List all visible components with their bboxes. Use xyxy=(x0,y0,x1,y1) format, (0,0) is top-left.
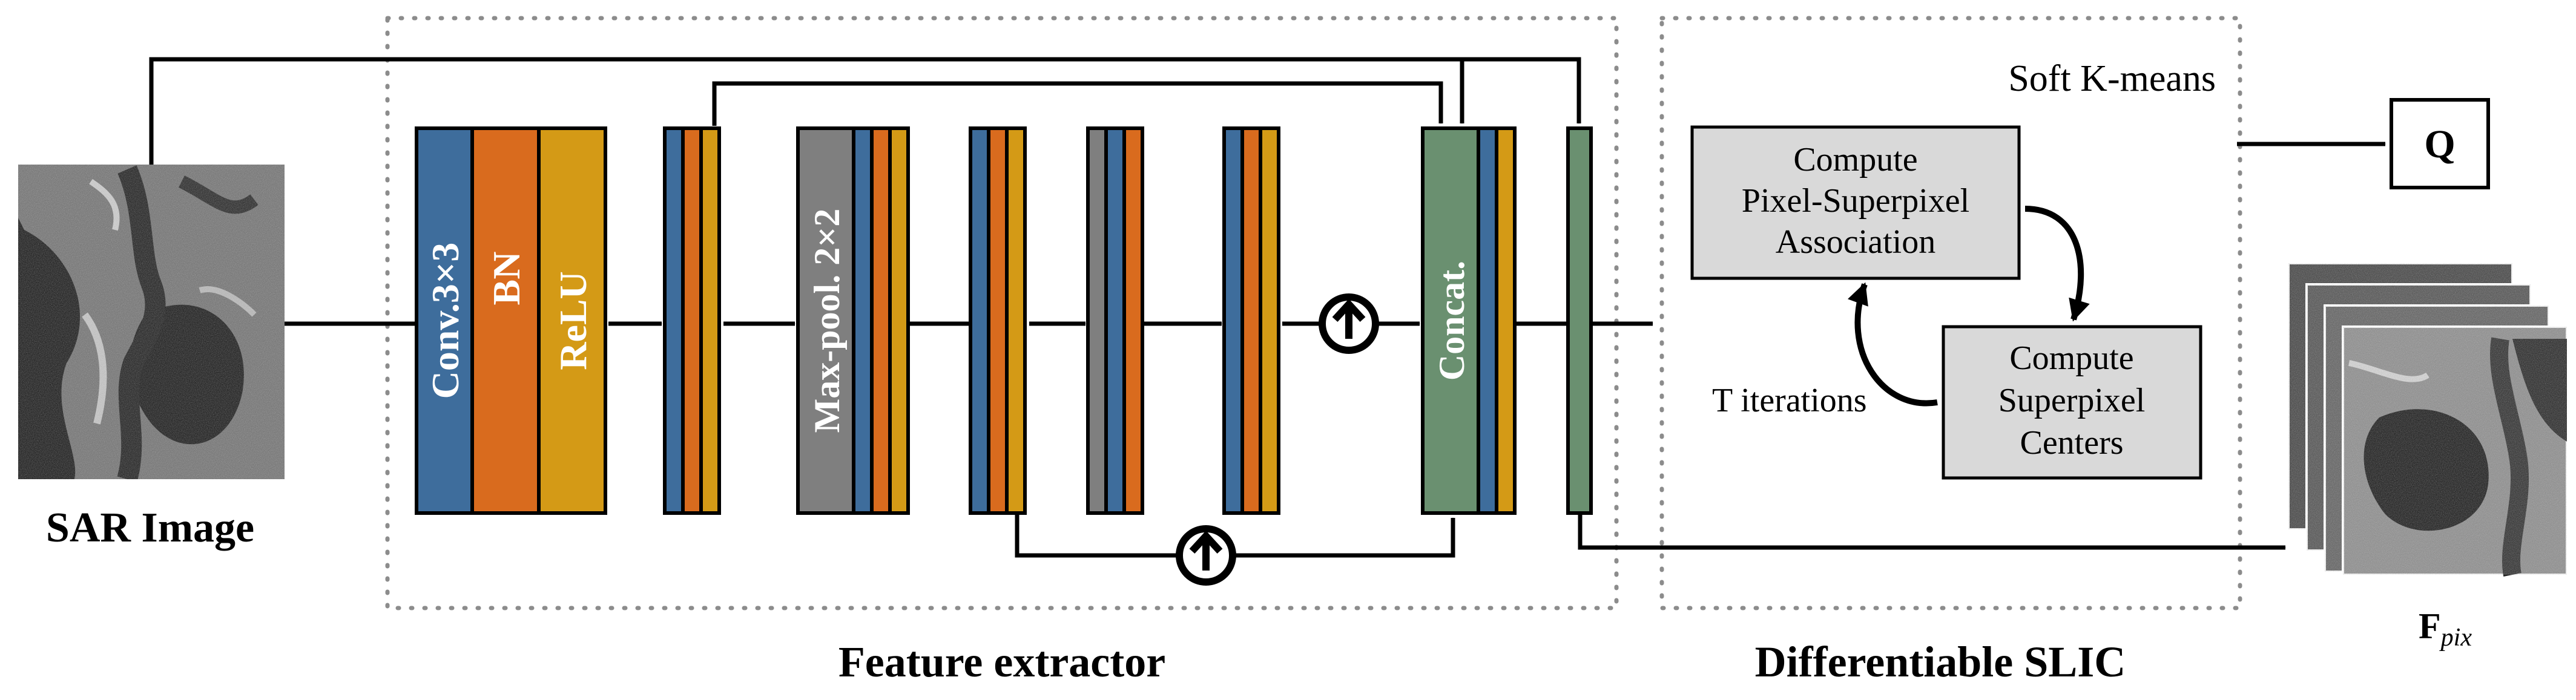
arrow-association-to-centers xyxy=(2024,206,2090,322)
soft-kmeans-label: Soft K-means xyxy=(2008,58,2216,99)
q-label: Q xyxy=(2424,122,2455,166)
differentiable-slic-caption: Differentiable SLIC xyxy=(1755,638,2126,686)
fpix-main: F xyxy=(2419,606,2441,646)
arrow-to-fpix xyxy=(1578,513,2286,550)
skip-connection-block2 xyxy=(712,81,1443,126)
relu-label: ReLU xyxy=(552,271,595,370)
fpix-label: Fpix xyxy=(2419,606,2472,652)
centers-line-2: Superpixel xyxy=(1998,382,2146,419)
maxpool-block: Max-pool. 2×2 xyxy=(796,126,910,515)
output-feature-layer xyxy=(1566,126,1593,515)
conv-block-6 xyxy=(1222,126,1280,515)
upsample-icon xyxy=(1319,293,1379,354)
concat-layer xyxy=(1421,126,1480,515)
association-line-3: Association xyxy=(1776,223,1935,261)
conv-label: Conv.3×3 xyxy=(424,243,467,399)
skip-lower-branch-to-concat xyxy=(1235,517,1455,558)
feature-extractor-caption: Feature extractor xyxy=(838,638,1165,686)
sar-image xyxy=(18,165,285,479)
skip-lower-branch xyxy=(1015,513,1178,558)
sar-image-caption: SAR Image xyxy=(46,505,254,551)
bn-label: BN xyxy=(485,252,528,306)
concat-block: Concat. xyxy=(1421,126,1517,515)
differentiable-slic-region xyxy=(1659,16,2242,610)
arrow-centers-to-association xyxy=(1848,282,1938,407)
iterations-label: T iterations xyxy=(1712,382,1867,419)
feature-map-stack xyxy=(2287,262,2568,577)
concat-label: Concat. xyxy=(1432,261,1472,381)
association-line-2: Pixel-Superpixel xyxy=(1742,182,1969,220)
fpix-front-map xyxy=(2342,325,2568,577)
feature-extractor-region xyxy=(385,16,1619,610)
skip-connection-input xyxy=(149,57,1581,165)
centers-line-1: Compute xyxy=(2009,339,2133,377)
conv-block-2 xyxy=(663,126,721,515)
maxpool-label: Max-pool. 2×2 xyxy=(807,209,847,433)
association-line-1: Compute xyxy=(1793,141,1917,178)
compute-association-box xyxy=(1690,125,2021,280)
conv-bn-relu-block: Conv.3×3 BN ReLU xyxy=(415,126,607,515)
relu-layer xyxy=(537,126,607,515)
fpix-sub: pix xyxy=(2439,624,2472,652)
bn-layer xyxy=(470,126,541,515)
centers-line-3: Centers xyxy=(2020,424,2123,462)
upsample-icon xyxy=(1176,525,1236,586)
compute-centers-box xyxy=(1942,325,2202,480)
q-output-box xyxy=(2390,98,2490,189)
conv-block-4 xyxy=(969,126,1027,515)
conv-block-5 xyxy=(1086,126,1144,515)
